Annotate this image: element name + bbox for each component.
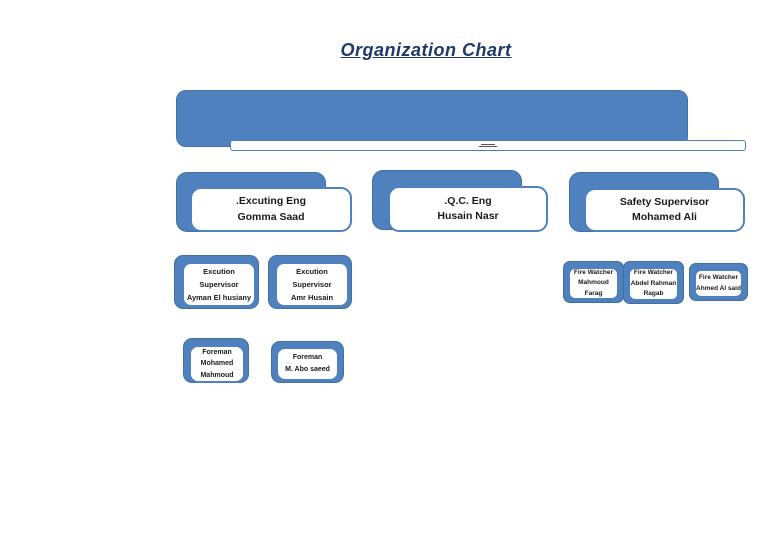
node-line: Safety Supervisor (619, 195, 710, 208)
node-line: Ahmed Al said (696, 284, 741, 292)
root-sub-bar (230, 140, 746, 151)
node-foreman-1: Foreman Mohamed Mahmoud (189, 345, 245, 383)
node-line: Supervisor (199, 279, 239, 289)
node-line: Abdel Rahman (630, 279, 677, 287)
node-line: Amr Husain (290, 293, 334, 303)
root-node-box (176, 90, 688, 147)
node-fire-watcher-1: Fire Watcher Mahmoud Farag (568, 267, 619, 300)
node-line: Fire Watcher (698, 274, 739, 282)
node-line: Mohamed (200, 360, 234, 368)
node-line: Farag (584, 289, 603, 297)
micro-text-line (481, 144, 495, 145)
node-line: Foreman (202, 348, 232, 356)
node-line: Gomma Saad (237, 210, 305, 223)
node-line: Supervisor (292, 279, 332, 289)
node-executing-eng: .Excuting Eng Gomma Saad (190, 187, 352, 232)
node-line: Mahmoud (200, 371, 234, 379)
node-line: .Excuting Eng (235, 195, 306, 208)
node-line: Ayman El husiany (186, 293, 252, 303)
node-line: Ragab (643, 290, 664, 298)
node-line: Husain Nasr (437, 210, 499, 222)
node-fire-watcher-2: Fire Watcher Abdel Rahman Ragab (628, 267, 679, 301)
micro-text-line (479, 146, 497, 147)
node-line: Mahmoud (578, 279, 609, 287)
node-safety-supervisor: Safety Supervisor Mohamed Ali (584, 188, 745, 232)
node-line: Fire Watcher (633, 269, 674, 277)
chart-title: Organization Chart (340, 40, 512, 60)
node-line: Excution (203, 266, 235, 276)
node-foreman-2: Foreman M. Abo saeed (276, 347, 339, 381)
node-fire-watcher-3: Fire Watcher Ahmed Al said (694, 269, 743, 298)
node-line: Foreman (292, 354, 323, 362)
node-line: .Q.C. Eng (444, 194, 492, 207)
node-line: M. Abo saeed (285, 366, 330, 373)
node-line: Mohamed Ali (632, 211, 697, 223)
node-qc-eng: .Q.C. Eng Husain Nasr (388, 186, 548, 232)
node-excution-supervisor-1: Excution Supervisor Ayman El husiany (182, 262, 256, 307)
node-line: Excution (296, 266, 328, 276)
node-excution-supervisor-2: Excution Supervisor Amr Husain (275, 262, 349, 307)
node-line: Fire Watcher (573, 268, 614, 276)
